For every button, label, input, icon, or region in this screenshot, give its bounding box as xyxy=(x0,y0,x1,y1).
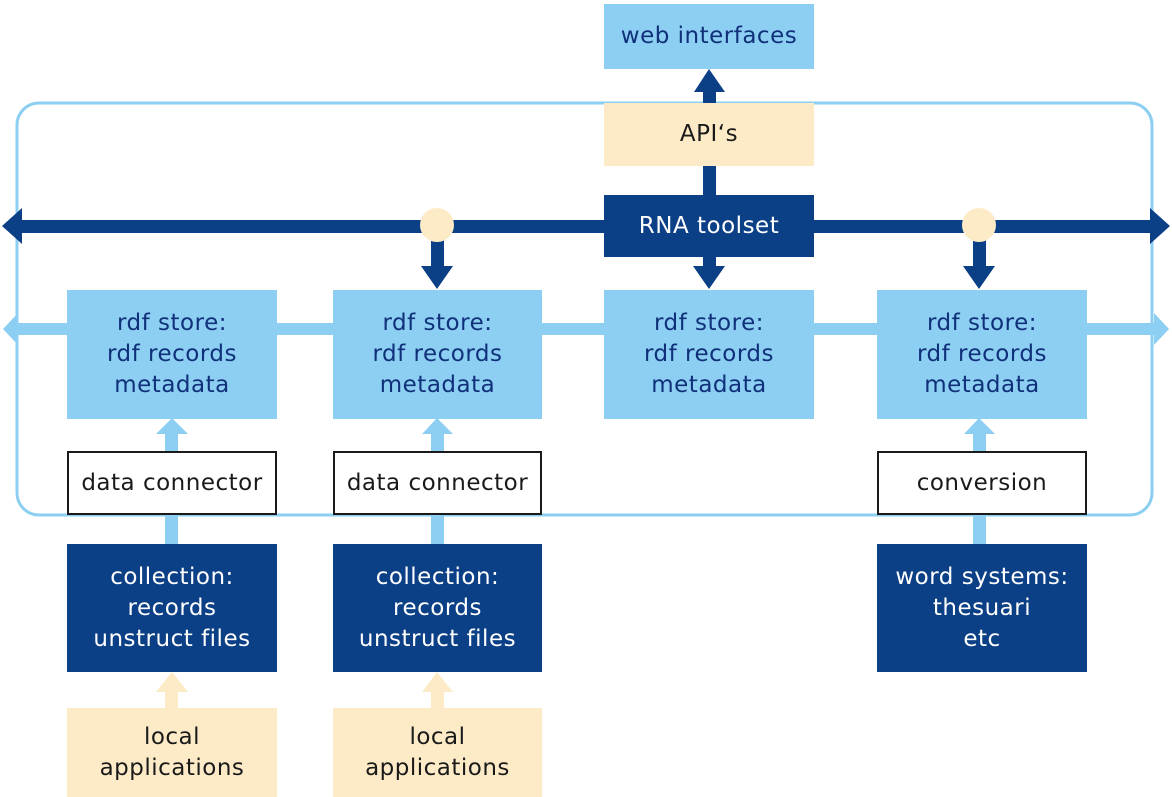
store-line: rdf records xyxy=(643,341,774,367)
store-line: metadata xyxy=(651,372,767,398)
apis-to-web-arrow xyxy=(694,69,725,92)
toolset-bus xyxy=(20,220,1152,233)
col4-source-to-connector-line xyxy=(973,514,986,545)
store-line: metadata xyxy=(924,372,1040,398)
local-app-line: local xyxy=(143,723,201,750)
source-line: collection: xyxy=(375,563,500,590)
col1-source-to-connector-line xyxy=(165,514,178,545)
col1-app-to-source-arrow xyxy=(156,672,188,692)
junction-to-store4-arrow xyxy=(963,266,995,289)
word-systems-box: word systems: thesuari etc xyxy=(877,544,1087,672)
junction-to-store2-line xyxy=(431,240,444,272)
local-applications-box-1: local applications xyxy=(67,708,277,797)
junction-to-store4-line xyxy=(973,240,986,272)
junction-node-2 xyxy=(420,208,454,242)
source-line: unstruct files xyxy=(358,625,517,652)
store-line: rdf store: xyxy=(654,310,764,336)
local-app-line: applications xyxy=(99,754,245,781)
store-line: rdf records xyxy=(106,341,237,367)
toolset-bus-right-arrow xyxy=(1150,208,1170,244)
store-bus-right-arrow xyxy=(1154,313,1169,345)
col2-app-to-source-line xyxy=(431,690,444,710)
col2-connector-to-store-arrow xyxy=(422,418,453,434)
conversion-box: conversion xyxy=(877,451,1087,515)
store-line: rdf store: xyxy=(382,310,493,336)
col1-app-to-source-line xyxy=(165,690,178,710)
store-bus-left-arrow xyxy=(3,313,18,345)
store-line: metadata xyxy=(114,372,230,398)
source-line: thesuari xyxy=(932,594,1032,621)
store-line: rdf records xyxy=(916,341,1047,367)
rdf-store-box-2: rdf store: rdf records metadata xyxy=(333,290,542,419)
toolset-box: RNA toolset xyxy=(604,195,814,257)
junction-to-store2-arrow xyxy=(421,266,453,289)
source-line: unstruct files xyxy=(93,625,251,652)
junction-node-4 xyxy=(962,208,996,242)
apis-label: API‘s xyxy=(679,121,739,147)
local-applications-box-2: local applications xyxy=(333,708,542,797)
col2-source-to-connector-line xyxy=(431,514,444,545)
web-interfaces-box: web interfaces xyxy=(604,4,814,69)
col4-connector-to-store-arrow xyxy=(964,418,995,434)
apis-to-web-line xyxy=(703,88,716,106)
col2-app-to-source-arrow xyxy=(422,672,453,692)
source-line: records xyxy=(393,594,482,621)
connector-label: data connector xyxy=(346,469,529,496)
toolset-to-store3-arrow xyxy=(693,266,725,289)
toolset-bus-left-arrow xyxy=(2,208,22,244)
store-line: metadata xyxy=(379,372,496,398)
apis-box: API‘s xyxy=(604,103,814,166)
source-line: etc xyxy=(963,625,1001,652)
collection-box-1: collection: records unstruct files xyxy=(67,544,277,672)
connector-label: conversion xyxy=(916,469,1048,496)
local-app-line: local xyxy=(409,723,466,750)
collection-box-2: collection: records unstruct files xyxy=(333,544,542,672)
toolset-to-apis-line xyxy=(703,165,716,197)
source-line: word systems: xyxy=(895,563,1069,590)
data-connector-box-1: data connector xyxy=(67,451,277,515)
source-line: collection: xyxy=(110,563,234,590)
connector-label: data connector xyxy=(81,469,263,496)
source-line: records xyxy=(127,594,217,621)
outer-frame xyxy=(15,101,1154,517)
local-app-line: applications xyxy=(365,754,510,781)
col1-connector-to-store-arrow xyxy=(156,418,188,434)
data-connector-box-2: data connector xyxy=(333,451,542,515)
web-interfaces-label: web interfaces xyxy=(620,23,798,49)
store-line: rdf records xyxy=(372,341,503,367)
toolset-label: RNA toolset xyxy=(638,212,780,239)
store-bus xyxy=(14,323,1158,335)
store-line: rdf store: xyxy=(117,310,227,336)
rdf-store-box-4: rdf store: rdf records metadata xyxy=(877,290,1087,419)
rdf-store-box-1: rdf store: rdf records metadata xyxy=(67,290,277,419)
store-line: rdf store: xyxy=(927,310,1037,336)
rdf-store-box-3: rdf store: rdf records metadata xyxy=(604,290,814,419)
